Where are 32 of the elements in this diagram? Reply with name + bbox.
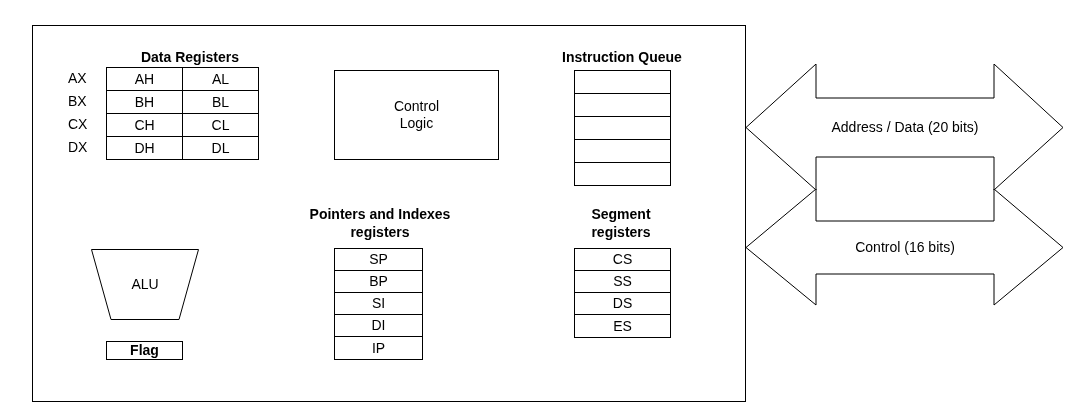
row-label: DX xyxy=(68,138,89,157)
table-heading: Segment registers xyxy=(590,205,652,241)
table-heading: Pointers and Indexes registers xyxy=(308,205,452,241)
queue-slot xyxy=(574,93,671,117)
bus-arrow: Address / Data (20 bits) xyxy=(746,64,1064,191)
queue-slot xyxy=(574,162,671,186)
register-cell: BP xyxy=(334,270,423,293)
register-cell: DI xyxy=(334,314,423,337)
register-cell: SP xyxy=(334,248,423,271)
flag-register: Flag xyxy=(106,341,183,360)
alu-trapezoid: ALU xyxy=(91,249,199,320)
queue-slot xyxy=(574,70,671,94)
bus-arrow: Control (16 bits) xyxy=(746,189,1064,306)
register-cell: ES xyxy=(574,314,671,338)
row-label: CX xyxy=(68,115,89,134)
register-cell: DL xyxy=(182,136,259,160)
processor-outline xyxy=(32,25,746,402)
register-cell: SS xyxy=(574,270,671,293)
register-cell: IP xyxy=(334,336,423,360)
logic-block: Control Logic xyxy=(334,70,499,160)
register-cell: DH xyxy=(106,136,183,160)
register-cell: SI xyxy=(334,292,423,315)
table-heading: Data Registers xyxy=(139,48,240,66)
queue-slot xyxy=(574,116,671,140)
row-label: BX xyxy=(68,92,88,111)
register-cell: AL xyxy=(182,67,259,91)
table-heading: Instruction Queue xyxy=(561,48,683,66)
row-label: AX xyxy=(68,69,88,88)
register-cell: AH xyxy=(106,67,183,91)
register-cell: CS xyxy=(574,248,671,271)
register-cell: DS xyxy=(574,292,671,315)
queue-slot xyxy=(574,139,671,163)
